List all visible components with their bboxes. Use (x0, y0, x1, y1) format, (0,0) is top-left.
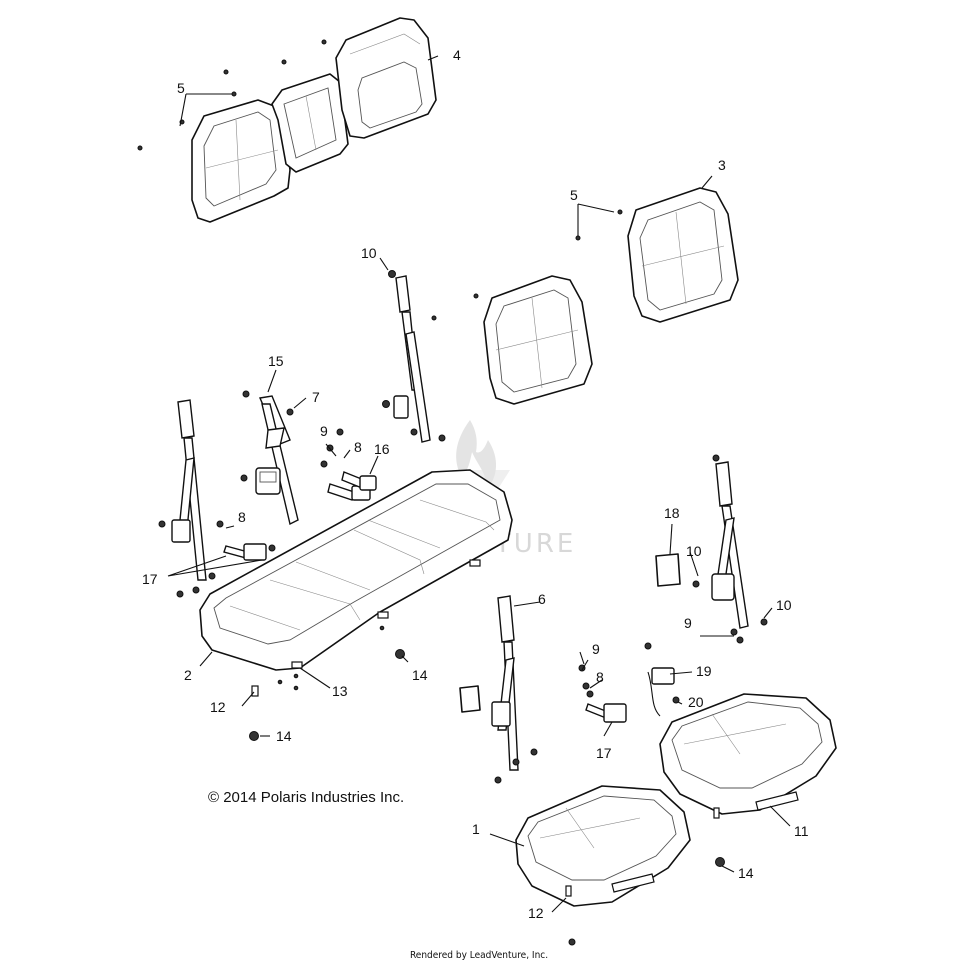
copyright-notice: © 2014 Polaris Industries Inc. (208, 789, 404, 806)
callout-11: 11 (794, 823, 809, 839)
callout-12: 12 (528, 905, 544, 921)
buckle-16 (320, 428, 377, 501)
buckle-17-right (578, 664, 627, 723)
seat-back-screws (137, 39, 327, 151)
callout-5: 5 (177, 80, 185, 96)
callout-20: 20 (688, 694, 704, 710)
seat-belt-15 (240, 390, 299, 526)
buckle-17-left (216, 520, 276, 561)
front-seat-bottom-right (659, 693, 837, 819)
callout-13: 13 (332, 683, 348, 699)
callout-1: 1 (472, 821, 480, 837)
callout-labels: 4 5 3 5 10 15 7 9 8 16 8 17 18 10 6 9 10… (142, 47, 809, 921)
seat-sensor-19 (644, 642, 680, 717)
callout-8: 8 (596, 669, 604, 685)
callout-14: 14 (276, 728, 292, 744)
callout-16: 16 (374, 441, 390, 457)
callout-10: 10 (361, 245, 377, 261)
seat-belt-6 (459, 595, 538, 784)
seat-belt-center-rear (382, 270, 446, 443)
callout-4: 4 (453, 47, 461, 63)
callout-5: 5 (570, 187, 578, 203)
front-seat-bottom-left (515, 785, 691, 907)
render-credit: Rendered by LeadVenture, Inc. (410, 950, 548, 961)
rear-bench-seat-bottom (199, 469, 513, 697)
callout-9: 9 (320, 423, 328, 439)
callout-2: 2 (184, 667, 192, 683)
passenger-seat-back-right (627, 187, 739, 323)
seat-belt-left-outer (158, 399, 216, 598)
rear-seat-back-assembly (191, 17, 437, 223)
seat-belt-right (655, 454, 768, 644)
callout-7: 7 (312, 389, 320, 405)
callout-17: 17 (142, 571, 158, 587)
passenger-seat-back-left (483, 275, 593, 405)
callout-6: 6 (538, 591, 546, 607)
callout-12: 12 (210, 699, 226, 715)
callout-8: 8 (238, 509, 246, 525)
callout-leaders (167, 55, 791, 913)
callout-10: 10 (776, 597, 792, 613)
callout-9: 9 (592, 641, 600, 657)
callout-3: 3 (718, 157, 726, 173)
nuts-14 (249, 649, 725, 946)
callout-17: 17 (596, 745, 612, 761)
callout-18: 18 (664, 505, 680, 521)
callout-14: 14 (412, 667, 428, 683)
callout-10: 10 (686, 543, 702, 559)
callout-19: 19 (696, 663, 712, 679)
callout-15: 15 (268, 353, 284, 369)
callout-14: 14 (738, 865, 754, 881)
callout-9: 9 (684, 615, 692, 631)
callout-8: 8 (354, 439, 362, 455)
